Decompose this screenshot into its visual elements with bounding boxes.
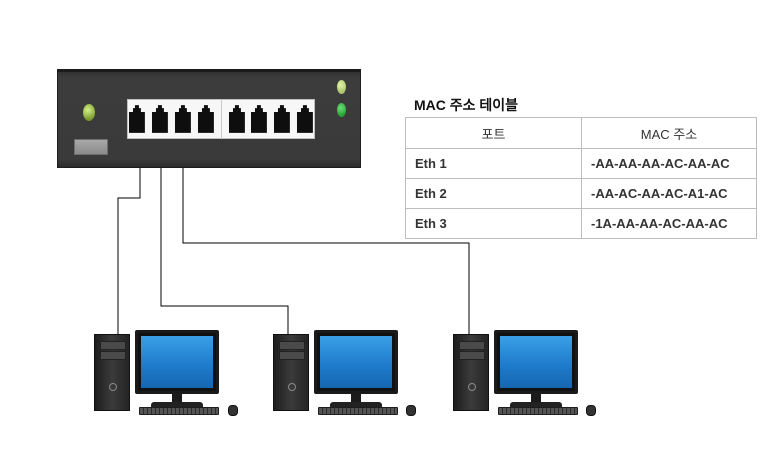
mouse-icon [406,405,416,416]
mac-cell: -AA-AA-AA-AC-AA-AC [581,148,757,179]
ethernet-port-icon [251,105,268,133]
computer-tower-icon [94,334,130,411]
switch-port-panel [127,99,315,139]
monitor-stand-icon [351,394,361,406]
cable-eth1 [117,168,141,334]
switch-label-plate [74,139,108,155]
mac-cell: -AA-AC-AA-AC-A1-AC [581,178,757,209]
ethernet-port-icon [174,105,191,133]
monitor-stand-icon [172,394,182,406]
ethernet-port-icon [128,105,145,133]
activity-led-icon [337,103,346,117]
monitor-icon [135,330,219,394]
column-header-port: 포트 [405,117,582,149]
power-led-icon [83,104,95,121]
monitor-base-icon [330,402,382,408]
table-row: Eth 1 -AA-AA-AA-AC-AA-AC [405,148,757,179]
mac-cell: -1A-AA-AA-AC-AA-AC [581,208,757,239]
mouse-icon [228,405,238,416]
table-header-row: 포트 MAC 주소 [405,117,757,149]
port-cell: Eth 1 [405,148,582,179]
monitor-stand-icon [531,394,541,406]
port-cell: Eth 2 [405,178,582,209]
computer-tower-icon [273,334,309,411]
table-row: Eth 2 -AA-AC-AA-AC-A1-AC [405,178,757,209]
cable-eth2 [160,168,289,334]
monitor-icon [494,330,578,394]
port-cell: Eth 3 [405,208,582,239]
table-row: Eth 3 -1A-AA-AA-AC-AA-AC [405,208,757,239]
mac-address-table: 포트 MAC 주소 Eth 1 -AA-AA-AA-AC-AA-AC Eth 2… [405,117,757,239]
port-group-divider [220,99,222,139]
column-header-mac: MAC 주소 [581,117,757,149]
ethernet-port-icon [197,105,214,133]
switch-top-edge [57,69,361,72]
ethernet-port-icon [151,105,168,133]
computer-tower-icon [453,334,489,411]
cable-eth3 [182,168,470,334]
mouse-icon [586,405,596,416]
ethernet-port-icon [228,105,245,133]
ethernet-port-icon [297,105,314,133]
keyboard-icon [318,407,398,415]
status-led-icon [337,80,346,94]
ethernet-port-icon [274,105,291,133]
monitor-icon [314,330,398,394]
monitor-base-icon [151,402,203,408]
monitor-base-icon [510,402,562,408]
mac-table-title: MAC 주소 테이블 [414,97,519,113]
keyboard-icon [139,407,219,415]
keyboard-icon [498,407,578,415]
